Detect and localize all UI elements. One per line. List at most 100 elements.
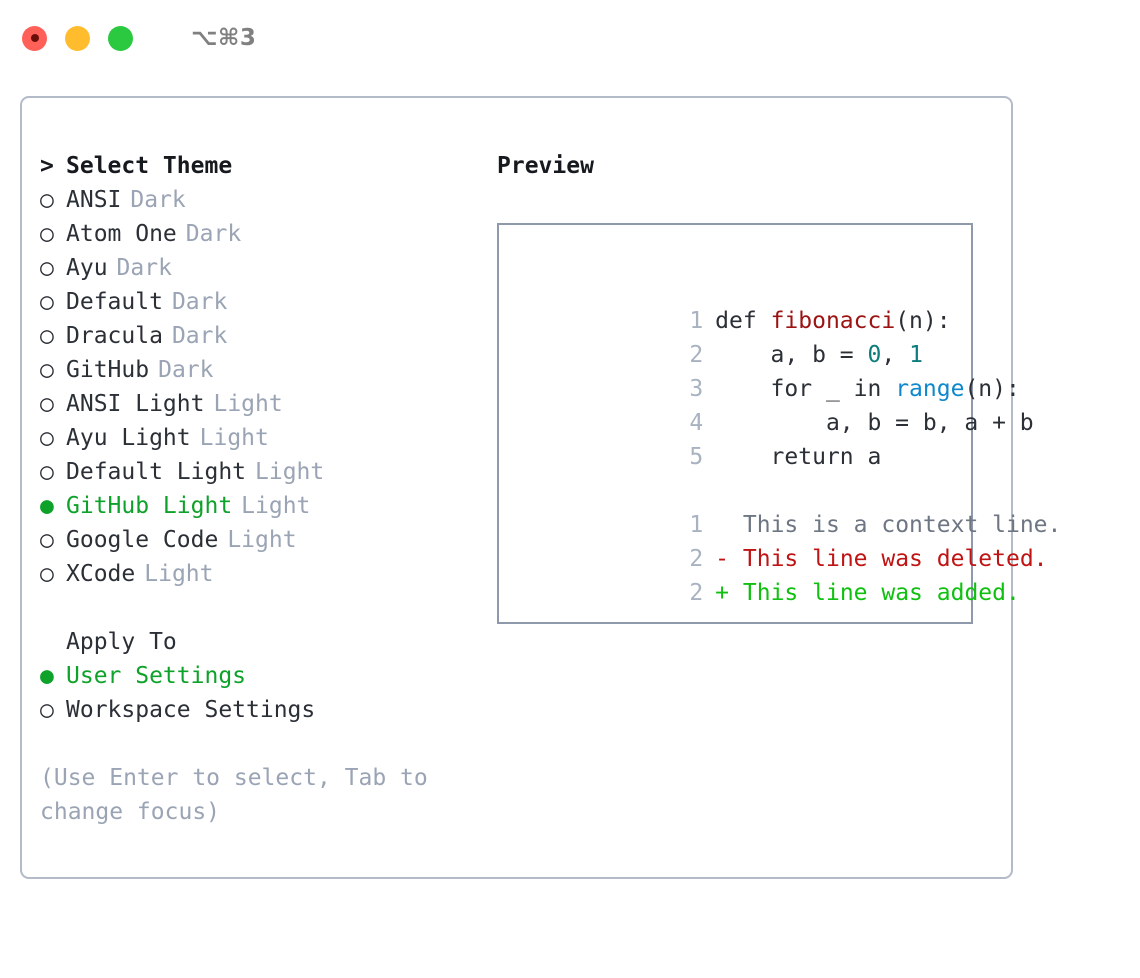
theme-variant-tag: Light bbox=[213, 391, 283, 417]
line-number: 2 bbox=[689, 342, 704, 368]
line-number: 5 bbox=[689, 444, 704, 470]
theme-option-github[interactable]: ○ GitHub Dark bbox=[40, 353, 482, 387]
theme-option-ansi[interactable]: ○ ANSI Dark bbox=[40, 183, 482, 217]
theme-option-default-light[interactable]: ○ Default Light Light bbox=[40, 455, 482, 489]
minimize-button[interactable] bbox=[65, 25, 90, 51]
keyboard-hint-text: (Use Enter to select, Tab to change focu… bbox=[40, 765, 428, 825]
diff-line-added: 2+ This line was added. bbox=[515, 542, 1020, 606]
radio-off-icon[interactable]: ○ bbox=[40, 459, 54, 485]
code-token-number: 0 bbox=[867, 342, 882, 368]
theme-variant-tag: Light bbox=[144, 561, 214, 587]
apply-to-option-workspace-settings[interactable]: ○ Workspace Settings bbox=[40, 693, 482, 727]
theme-option-ansi-light[interactable]: ○ ANSI Light Light bbox=[40, 387, 482, 421]
line-number: 1 bbox=[689, 512, 704, 538]
code-token: return a bbox=[715, 444, 882, 470]
code-line: 4 a, b = b, a + b bbox=[515, 372, 1033, 436]
theme-option-atom-one[interactable]: ○ Atom One Dark bbox=[40, 217, 482, 251]
main-panel: > Select Theme ○ ANSI Dark ○ Atom One Da… bbox=[20, 96, 1061, 879]
theme-label: XCode bbox=[66, 561, 136, 587]
radio-on-icon[interactable]: ● bbox=[40, 493, 54, 519]
close-button[interactable] bbox=[22, 25, 47, 51]
code-token: for _ in bbox=[715, 376, 896, 402]
theme-label: ANSI Light bbox=[66, 391, 205, 417]
radio-off-icon[interactable]: ○ bbox=[40, 391, 54, 417]
theme-selection-column: > Select Theme ○ ANSI Dark ○ Atom One Da… bbox=[22, 98, 482, 877]
code-line: 1 def fibonacci(n): bbox=[515, 270, 971, 334]
theme-label: GitHub Light bbox=[66, 493, 233, 519]
code-token: (n): bbox=[895, 308, 951, 334]
radio-off-icon[interactable]: ○ bbox=[40, 697, 54, 723]
hint-spacer bbox=[40, 727, 482, 761]
diff-text: This line was deleted. bbox=[742, 546, 1048, 572]
code-token: def bbox=[715, 308, 771, 334]
apply-to-title: Apply To bbox=[66, 629, 177, 655]
title-bar: ⌥⌘3 bbox=[0, 0, 1140, 76]
code-token: a, b = bbox=[715, 342, 868, 368]
apply-to-header: Apply To bbox=[40, 625, 482, 659]
theme-variant-tag: Light bbox=[241, 493, 311, 519]
diff-line-deleted: 2- This line was deleted. bbox=[515, 508, 1047, 572]
radio-off-icon[interactable]: ○ bbox=[40, 255, 54, 281]
radio-off-icon[interactable]: ○ bbox=[40, 425, 54, 451]
theme-label: Default Light bbox=[66, 459, 247, 485]
radio-off-icon[interactable]: ○ bbox=[40, 187, 54, 213]
code-line: 2 a, b = 0, 1 bbox=[515, 304, 971, 368]
theme-label: ANSI bbox=[66, 187, 122, 213]
radio-off-icon[interactable]: ○ bbox=[40, 323, 54, 349]
theme-label: GitHub bbox=[66, 357, 150, 383]
code-token-number: 1 bbox=[909, 342, 923, 368]
apply-to-option-user-settings[interactable]: ● User Settings bbox=[40, 659, 482, 693]
line-number: 2 bbox=[689, 580, 704, 606]
theme-variant-tag: Light bbox=[227, 527, 297, 553]
theme-variant-tag: Dark bbox=[185, 221, 242, 247]
theme-option-ayu-light[interactable]: ○ Ayu Light Light bbox=[40, 421, 482, 455]
theme-variant-tag: Dark bbox=[171, 289, 228, 315]
code-token: a, b = b, a + b bbox=[715, 410, 1034, 436]
apply-to-label: User Settings bbox=[66, 663, 247, 689]
select-theme-title: Select Theme bbox=[66, 153, 233, 179]
theme-option-xcode[interactable]: ○ XCode Light bbox=[40, 557, 482, 591]
theme-variant-tag: Light bbox=[199, 425, 269, 451]
line-number: 1 bbox=[689, 308, 704, 334]
radio-off-icon[interactable]: ○ bbox=[40, 221, 54, 247]
theme-option-ayu[interactable]: ○ Ayu Dark bbox=[40, 251, 482, 285]
theme-option-default[interactable]: ○ Default Dark bbox=[40, 285, 482, 319]
select-theme-header: > Select Theme bbox=[40, 149, 482, 183]
theme-variant-tag: Dark bbox=[158, 357, 214, 383]
theme-option-github-light[interactable]: ● GitHub Light Light bbox=[40, 489, 482, 523]
radio-off-icon[interactable]: ○ bbox=[40, 289, 54, 315]
radio-on-icon[interactable]: ● bbox=[40, 663, 54, 689]
code-token: (n): bbox=[964, 376, 1020, 402]
radio-off-icon[interactable]: ○ bbox=[40, 357, 54, 383]
preview-title: Preview bbox=[497, 153, 594, 179]
radio-off-icon[interactable]: ○ bbox=[40, 527, 54, 553]
keyboard-shortcut-label: ⌥⌘3 bbox=[191, 25, 257, 51]
theme-label: Dracula bbox=[66, 323, 163, 349]
theme-label: Ayu Light bbox=[66, 425, 191, 451]
theme-label: Default bbox=[66, 289, 163, 315]
diff-text: This is a context line. bbox=[742, 512, 1062, 538]
theme-label: Google Code bbox=[66, 527, 219, 553]
code-token-function: fibonacci bbox=[770, 308, 896, 334]
code-token-builtin: range bbox=[895, 376, 965, 402]
line-number: 3 bbox=[689, 376, 704, 402]
theme-option-google-code[interactable]: ○ Google Code Light bbox=[40, 523, 482, 557]
diff-text: This line was added. bbox=[742, 580, 1020, 606]
theme-variant-tag: Dark bbox=[116, 255, 172, 281]
line-number: 4 bbox=[689, 410, 704, 436]
code-line: 5 return a bbox=[515, 406, 971, 470]
apply-to-label: Workspace Settings bbox=[66, 697, 316, 723]
diff-sign: - bbox=[715, 546, 730, 572]
zoom-button[interactable] bbox=[108, 25, 133, 51]
diff-line-context: 1 This is a context line. bbox=[515, 474, 1061, 538]
caret-icon: > bbox=[40, 153, 54, 179]
radio-off-icon[interactable]: ○ bbox=[40, 561, 54, 587]
theme-option-dracula[interactable]: ○ Dracula Dark bbox=[40, 319, 482, 353]
theme-label: Ayu bbox=[66, 255, 108, 281]
theme-variant-tag: Dark bbox=[130, 187, 186, 213]
theme-label: Atom One bbox=[66, 221, 177, 247]
line-number: 2 bbox=[689, 546, 704, 572]
theme-variant-tag: Light bbox=[255, 459, 325, 485]
